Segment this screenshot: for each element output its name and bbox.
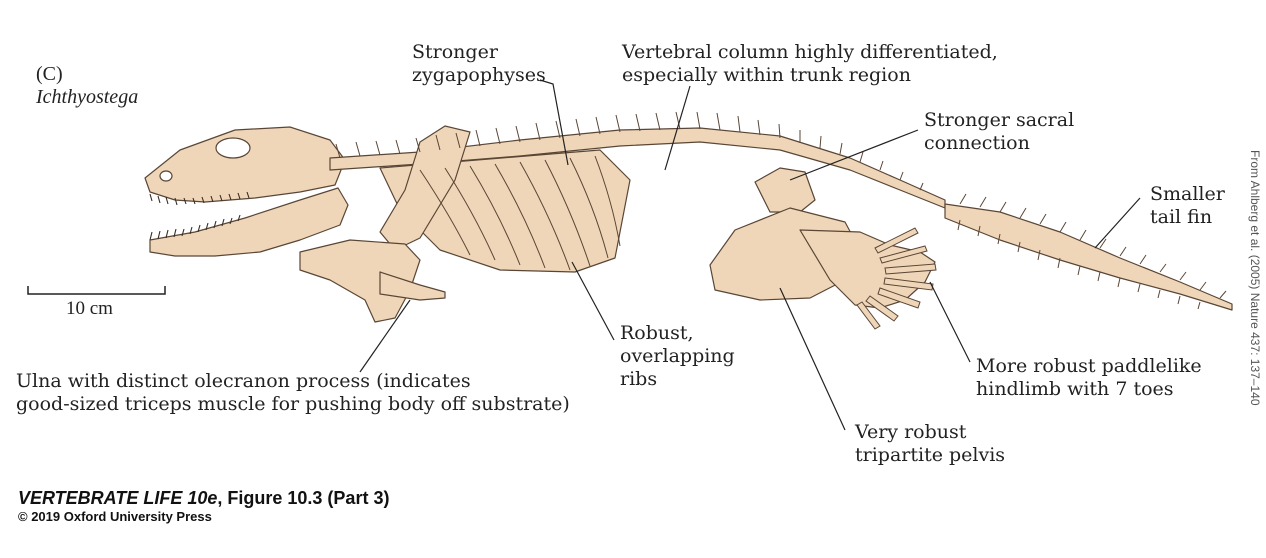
panel-title: (C) Ichthyostega: [16, 40, 138, 132]
scale-bar: [28, 286, 165, 294]
label-ribs: Robust, overlapping ribs: [620, 322, 735, 391]
credit-title: VERTEBRATE LIFE 10e, Figure 10.3 (Part 3…: [18, 488, 389, 509]
taxon-name: Ichthyostega: [36, 86, 138, 108]
skull: [145, 127, 345, 202]
side-source-text: From Ahlberg et al. (2005) Nature 437: 1…: [1248, 150, 1262, 406]
label-zygapophyses: Stronger zygapophyses: [412, 41, 546, 87]
label-vertebral-column: Vertebral column highly differentiated, …: [622, 41, 998, 87]
scale-bar-label: 10 cm: [66, 298, 113, 320]
book-title: VERTEBRATE LIFE 10e: [18, 488, 217, 508]
copyright: © 2019 Oxford University Press: [18, 509, 389, 524]
label-sacral: Stronger sacral connection: [924, 109, 1074, 155]
label-pelvis: Very robust tripartite pelvis: [855, 421, 1005, 467]
panel-letter: (C): [36, 63, 63, 85]
label-hindlimb: More robust paddlelike hindlimb with 7 t…: [976, 355, 1202, 401]
nostril: [160, 171, 172, 181]
figure-reference: , Figure 10.3 (Part 3): [217, 488, 389, 508]
label-tail-fin: Smaller tail fin: [1150, 183, 1225, 229]
figure-credit: VERTEBRATE LIFE 10e, Figure 10.3 (Part 3…: [18, 488, 389, 524]
orbit: [216, 138, 250, 158]
label-ulna: Ulna with distinct olecranon process (in…: [16, 370, 570, 416]
sacral-region: [755, 168, 815, 212]
side-source-note: From Ahlberg et al. (2005) Nature 437: 1…: [1240, 150, 1264, 550]
